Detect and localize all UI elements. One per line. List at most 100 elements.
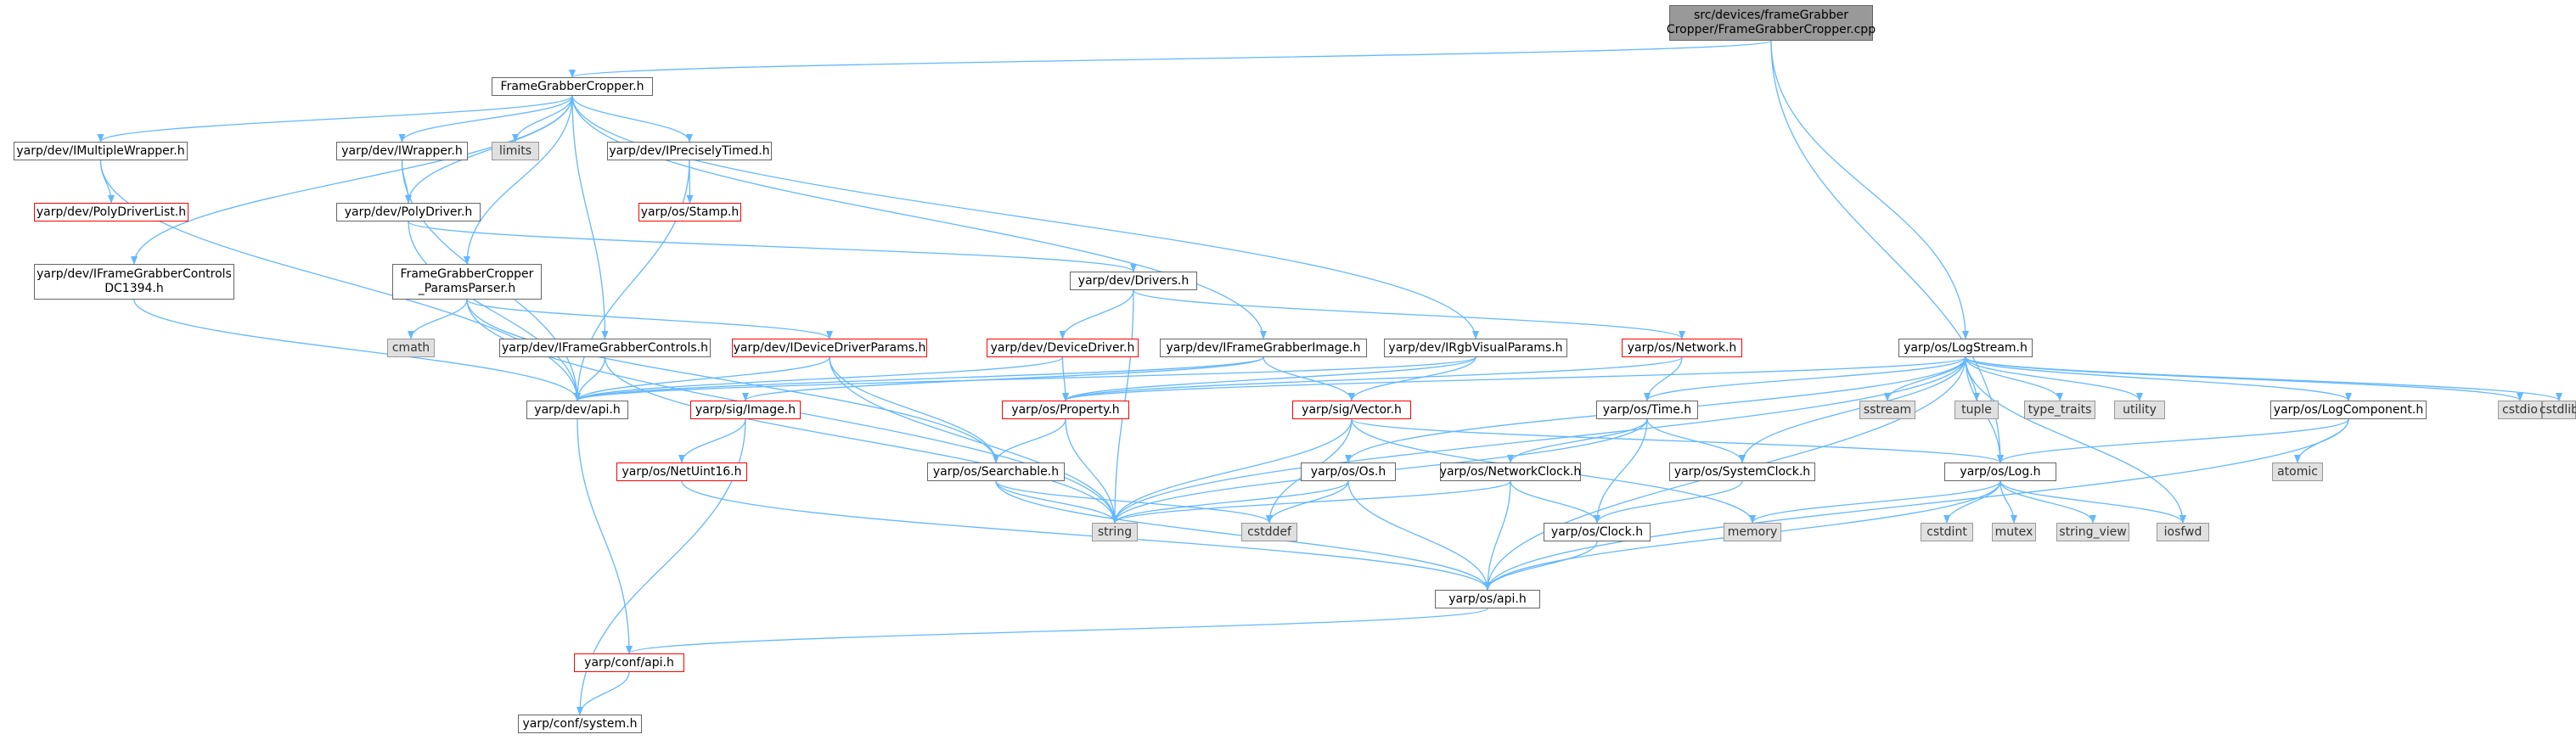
node-label: yarp/os/Os.h	[1310, 464, 1386, 479]
node-pd[interactable]: yarp/dev/PolyDriver.h	[336, 203, 481, 221]
node-label: yarp/os/Network.h	[1627, 340, 1737, 355]
node-net[interactable]: yarp/os/Network.h	[1622, 339, 1742, 357]
edge-ifgc-to-string	[604, 356, 1118, 524]
node-ifgc[interactable]: yarp/dev/IFrameGrabberControls.h	[499, 339, 711, 357]
edge-idp-to-devapi	[574, 356, 830, 401]
edge-logstream-to-tuple	[1965, 356, 1980, 401]
node-label: FrameGrabberCropper.h	[500, 79, 644, 93]
node-ipt[interactable]: yarp/dev/IPreciselyTimed.h	[607, 142, 772, 160]
node-utility: utility	[2114, 401, 2165, 419]
node-fgc_h[interactable]: FrameGrabberCropper.h	[492, 77, 653, 96]
edge-log-to-cstdint	[1943, 480, 2001, 524]
edge-prop-to-string	[1065, 418, 1118, 524]
node-string: string	[1092, 523, 1138, 541]
edge-fgc_h-to-fgcpp	[464, 95, 573, 265]
node-prop[interactable]: yarp/os/Property.h	[1002, 401, 1129, 419]
node-label: yarp/os/Stamp.h	[640, 205, 740, 219]
node-logstream[interactable]: yarp/os/LogStream.h	[1898, 339, 2033, 357]
node-image[interactable]: yarp/sig/Image.h	[690, 401, 801, 419]
edge-root-to-fgc_h	[569, 40, 1772, 78]
edge-net-to-time	[1644, 356, 1683, 401]
node-logcomp[interactable]: yarp/os/LogComponent.h	[2270, 401, 2427, 419]
node-sysclock[interactable]: yarp/os/SystemClock.h	[1669, 462, 1815, 481]
node-label: Cropper/FrameGrabberCropper.cpp	[1666, 23, 1876, 36]
edge-dd-to-devapi	[574, 356, 1064, 401]
node-tuple: tuple	[1954, 401, 1999, 419]
node-os[interactable]: yarp/os/Os.h	[1301, 462, 1396, 481]
node-label: yarp/os/Clock.h	[1550, 524, 1644, 539]
node-pdl[interactable]: yarp/dev/PolyDriverList.h	[34, 203, 188, 221]
node-label: yarp/os/SystemClock.h	[1673, 464, 1811, 479]
node-label: yarp/dev/IFrameGrabberControls.h	[501, 340, 709, 355]
node-netuint[interactable]: yarp/os/NetUint16.h	[616, 462, 747, 481]
edge-drivers-to-dd	[1059, 289, 1134, 339]
node-fgcpp[interactable]: FrameGrabberCropper_ParamsParser.h	[392, 264, 542, 300]
edge-dd-to-prop	[1061, 356, 1069, 401]
node-imw[interactable]: yarp/dev/IMultipleWrapper.h	[14, 142, 188, 160]
node-ifgi[interactable]: yarp/dev/IFrameGrabberImage.h	[1160, 339, 1367, 357]
node-dd[interactable]: yarp/dev/DeviceDriver.h	[987, 339, 1139, 357]
edge-fgcpp-to-cmath	[408, 299, 468, 339]
node-atomic: atomic	[2272, 462, 2323, 481]
node-osapi[interactable]: yarp/os/api.h	[1435, 590, 1540, 608]
edge-image-to-netuint	[678, 418, 746, 463]
node-label: FrameGrabberCropper	[400, 267, 534, 281]
node-irgb[interactable]: yarp/dev/IRgbVisualParams.h	[1384, 339, 1567, 357]
node-netclock[interactable]: yarp/os/NetworkClock.h	[1440, 462, 1581, 481]
node-label: mutex	[1994, 524, 2033, 539]
node-label: yarp/sig/Vector.h	[1302, 402, 1402, 417]
edge-ipt-to-devapi	[574, 160, 690, 401]
node-drivers[interactable]: yarp/dev/Drivers.h	[1070, 272, 1197, 290]
edge-logstream-to-sysclock	[1739, 356, 1966, 463]
edge-clock-to-osapi	[1484, 541, 1598, 591]
edge-pd-to-devapi	[408, 221, 581, 401]
node-label: yarp/os/LogComponent.h	[2273, 402, 2424, 417]
node-idp[interactable]: yarp/dev/IDeviceDriverParams.h	[732, 339, 927, 357]
node-label: yarp/os/NetworkClock.h	[1439, 464, 1582, 479]
node-stamp[interactable]: yarp/os/Stamp.h	[638, 203, 741, 221]
node-searchable[interactable]: yarp/os/Searchable.h	[927, 462, 1065, 481]
node-log[interactable]: yarp/os/Log.h	[1944, 462, 2056, 481]
edge-netuint-to-osapi	[681, 480, 1491, 591]
edge-fgc_h-to-limits	[512, 95, 573, 143]
edge-irgb-to-devapi	[574, 356, 1476, 401]
node-label: cstddef	[1247, 524, 1291, 539]
edge-time-to-netclock	[1507, 418, 1648, 463]
node-mutex: mutex	[1992, 523, 2036, 541]
node-vector[interactable]: yarp/sig/Vector.h	[1292, 401, 1411, 419]
edge-ifgc1394-to-devapi	[133, 299, 581, 401]
node-confsys[interactable]: yarp/conf/system.h	[518, 715, 642, 733]
node-label: yarp/dev/IFrameGrabberImage.h	[1166, 340, 1361, 355]
node-devapi[interactable]: yarp/dev/api.h	[526, 401, 628, 419]
node-label: yarp/os/api.h	[1448, 591, 1527, 606]
edge-time-to-clock	[1594, 418, 1648, 524]
node-label: type_traits	[2028, 402, 2092, 417]
edge-log-to-memory	[1749, 480, 2001, 524]
edge-devapi-to-confapi	[577, 418, 633, 654]
node-label: cstdlib	[2539, 402, 2576, 417]
node-label: yarp/os/LogStream.h	[1904, 340, 2028, 355]
edge-netclock-to-osapi	[1484, 480, 1511, 591]
edge-drivers-to-net	[1133, 289, 1685, 339]
edge-fgc_h-to-ifgc1394	[131, 95, 573, 265]
node-confapi[interactable]: yarp/conf/api.h	[574, 653, 684, 672]
node-label: iosfwd	[2163, 524, 2202, 539]
node-time[interactable]: yarp/os/Time.h	[1596, 401, 1698, 419]
edge-irgb-to-vector	[1348, 356, 1476, 401]
node-clock[interactable]: yarp/os/Clock.h	[1544, 523, 1651, 541]
edge-pd-to-drivers	[408, 221, 1137, 272]
edge-fgc_h-to-ipt	[571, 95, 693, 143]
edge-confapi-to-confsys	[577, 671, 630, 715]
node-label: DC1394.h	[104, 282, 164, 295]
edge-logstream-to-logcomp	[1965, 356, 2352, 401]
node-label: yarp/os/Log.h	[1960, 464, 2041, 479]
edge-fgc_h-to-irgb	[571, 95, 1479, 339]
node-iw[interactable]: yarp/dev/IWrapper.h	[336, 142, 468, 160]
edge-log-to-stringview	[1999, 480, 2096, 524]
edge-net-to-prop	[1062, 356, 1683, 401]
node-label: _ParamsParser.h	[418, 282, 516, 295]
node-label: yarp/dev/PolyDriverList.h	[36, 205, 187, 219]
